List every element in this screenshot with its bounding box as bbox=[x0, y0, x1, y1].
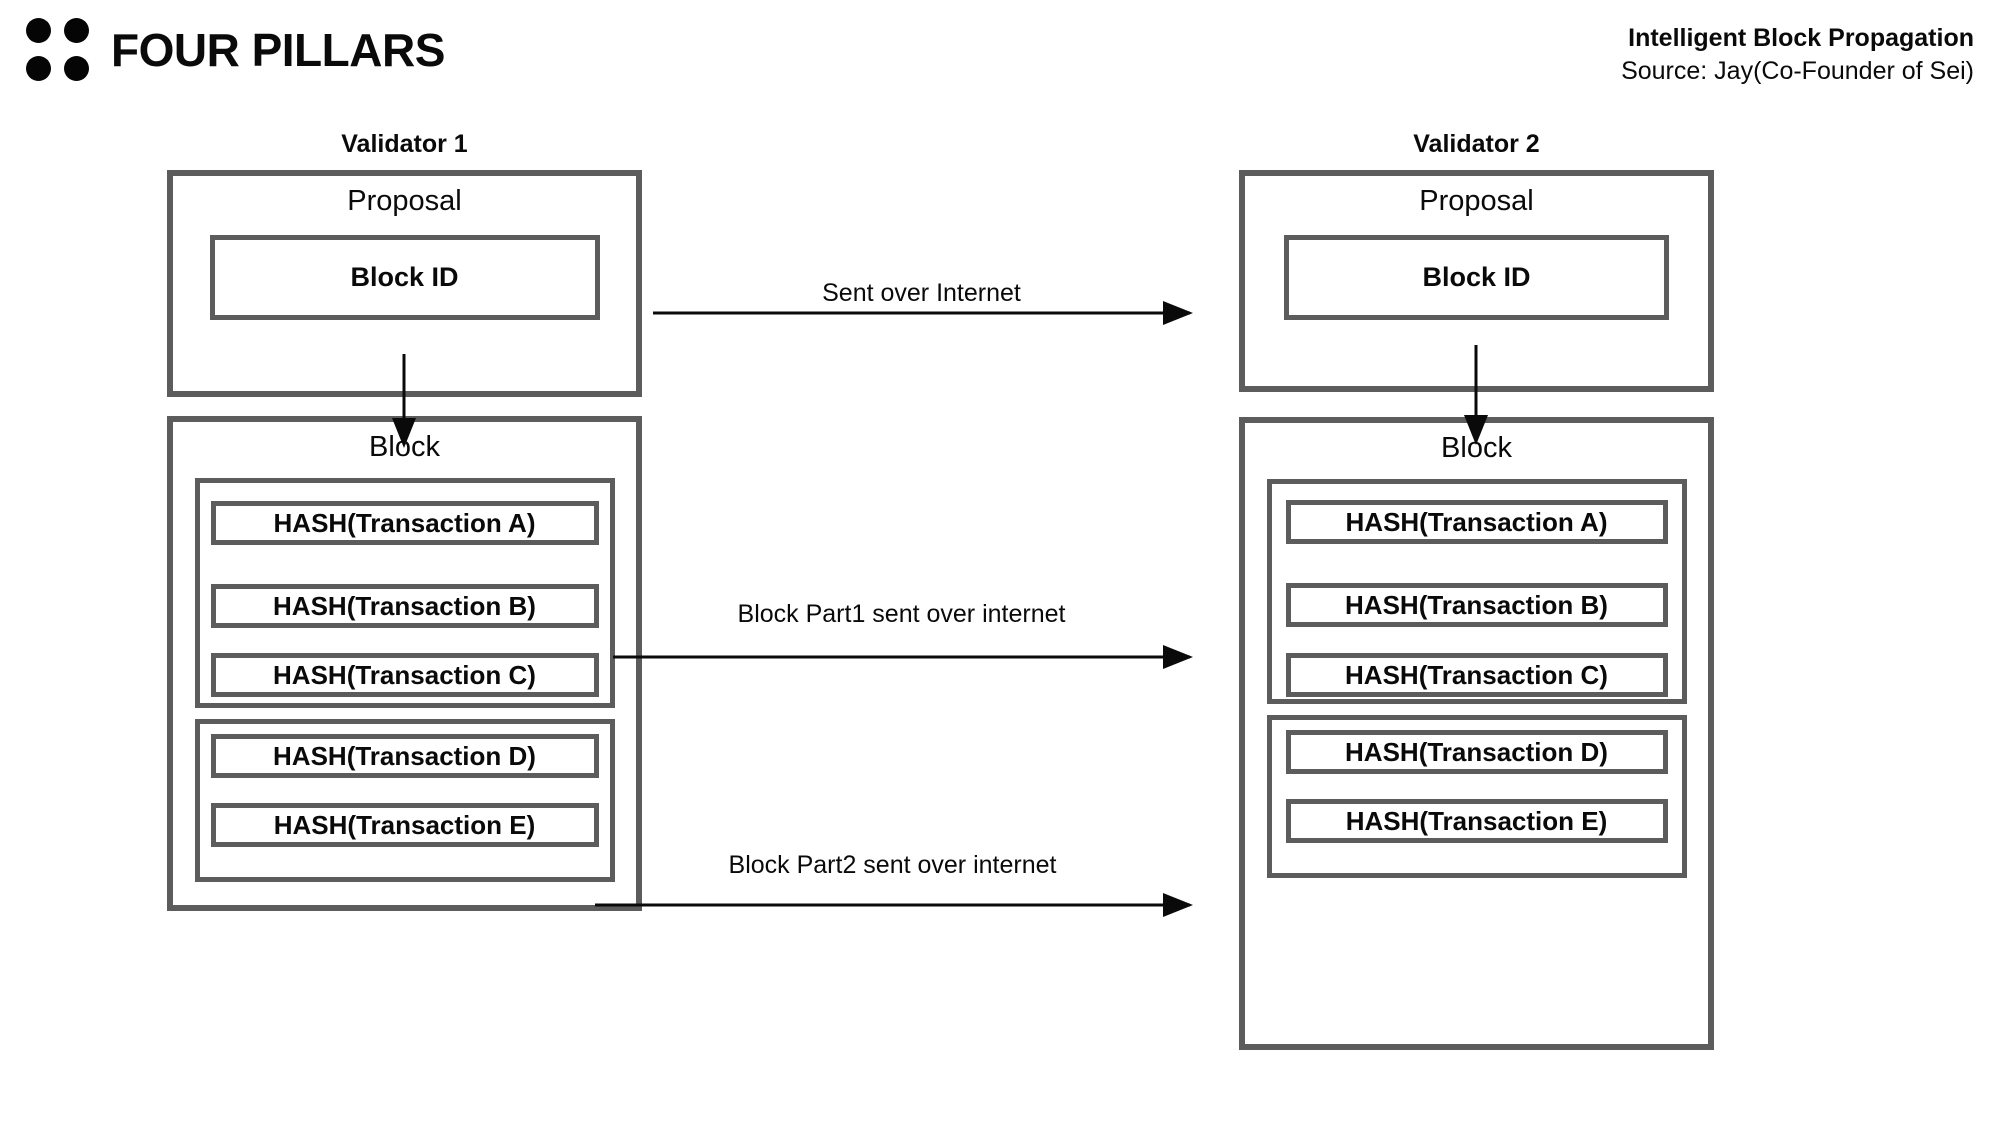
tx-label: HASH(Transaction E) bbox=[273, 809, 536, 840]
tx-label: HASH(Transaction B) bbox=[1345, 589, 1608, 620]
arrow-label-sent-over-internet: Sent over Internet bbox=[822, 279, 1021, 307]
validator-2-column: Validator 2 Proposal Block ID Block HASH… bbox=[1239, 130, 1714, 1050]
validator-2-tx-a: HASH(Transaction A) bbox=[1285, 500, 1668, 544]
validator-2-block-part1-group: HASH(Transaction A) HASH(Transaction B) … bbox=[1266, 479, 1687, 704]
validator-2-proposal-label: Proposal bbox=[1419, 185, 1534, 217]
validator-2-tx-e: HASH(Transaction E) bbox=[1285, 799, 1668, 843]
validator-1-block-id-box: Block ID bbox=[209, 235, 600, 320]
brand-name: FOUR PILLARS bbox=[111, 23, 445, 76]
document-meta: Intelligent Block Propagation Source: Ja… bbox=[1621, 22, 1974, 87]
tx-label: HASH(Transaction D) bbox=[1345, 736, 1608, 767]
logo-dot-top-left bbox=[26, 18, 51, 43]
arrow-label-block-part1: Block Part1 sent over internet bbox=[737, 600, 1066, 628]
arrow-label-block-part2: Block Part2 sent over internet bbox=[728, 851, 1057, 879]
validator-2-block-id-label: Block ID bbox=[1422, 262, 1531, 292]
validator-1-tx-e: HASH(Transaction E) bbox=[210, 803, 599, 847]
validator-1-tx-a: HASH(Transaction A) bbox=[210, 501, 599, 545]
four-dot-logo-icon bbox=[26, 18, 89, 81]
validator-1-proposal-box: Proposal Block ID bbox=[167, 170, 642, 397]
tx-label: HASH(Transaction B) bbox=[273, 590, 536, 621]
validator-2-proposal-box: Proposal Block ID bbox=[1239, 170, 1714, 392]
brand-logo: FOUR PILLARS bbox=[26, 18, 445, 81]
tx-label: HASH(Transaction E) bbox=[1345, 805, 1608, 836]
validator-1-block-id-label: Block ID bbox=[350, 262, 459, 292]
validator-2-block-label: Block bbox=[1441, 432, 1512, 464]
page-source: Source: Jay(Co-Founder of Sei) bbox=[1621, 56, 1974, 85]
validator-1-title: Validator 1 bbox=[341, 130, 468, 158]
validator-1-tx-b: HASH(Transaction B) bbox=[210, 584, 599, 628]
logo-dot-bottom-left bbox=[26, 56, 51, 81]
validator-2-tx-c: HASH(Transaction C) bbox=[1285, 653, 1668, 697]
validator-1-block-part2-group: HASH(Transaction D) HASH(Transaction E) bbox=[194, 719, 615, 882]
page-title: Intelligent Block Propagation bbox=[1628, 24, 1974, 52]
validator-2-block-part2-group: HASH(Transaction D) HASH(Transaction E) bbox=[1266, 715, 1687, 878]
tx-label: HASH(Transaction A) bbox=[1345, 506, 1608, 537]
validator-2-title: Validator 2 bbox=[1413, 130, 1540, 158]
tx-label: HASH(Transaction D) bbox=[273, 740, 536, 771]
tx-label: HASH(Transaction C) bbox=[273, 659, 536, 690]
validator-2-block-id-box: Block ID bbox=[1284, 235, 1669, 320]
validator-1-block-part1-group: HASH(Transaction A) HASH(Transaction B) … bbox=[194, 478, 615, 708]
validator-1-column: Validator 1 Proposal Block ID Block HASH… bbox=[167, 130, 642, 911]
validator-2-tx-d: HASH(Transaction D) bbox=[1285, 730, 1668, 774]
validator-2-tx-b: HASH(Transaction B) bbox=[1285, 583, 1668, 627]
logo-dot-bottom-right bbox=[64, 56, 89, 81]
validator-2-block-box: Block HASH(Transaction A) HASH(Transacti… bbox=[1239, 417, 1714, 1050]
tx-label: HASH(Transaction C) bbox=[1345, 659, 1608, 690]
validator-1-tx-d: HASH(Transaction D) bbox=[210, 734, 599, 778]
validator-1-tx-c: HASH(Transaction C) bbox=[210, 653, 599, 697]
logo-dot-top-right bbox=[64, 18, 89, 43]
validator-1-proposal-label: Proposal bbox=[347, 185, 462, 217]
validator-1-block-label: Block bbox=[369, 431, 440, 463]
tx-label: HASH(Transaction A) bbox=[273, 507, 536, 538]
validator-1-block-box: Block HASH(Transaction A) HASH(Transacti… bbox=[167, 416, 642, 911]
